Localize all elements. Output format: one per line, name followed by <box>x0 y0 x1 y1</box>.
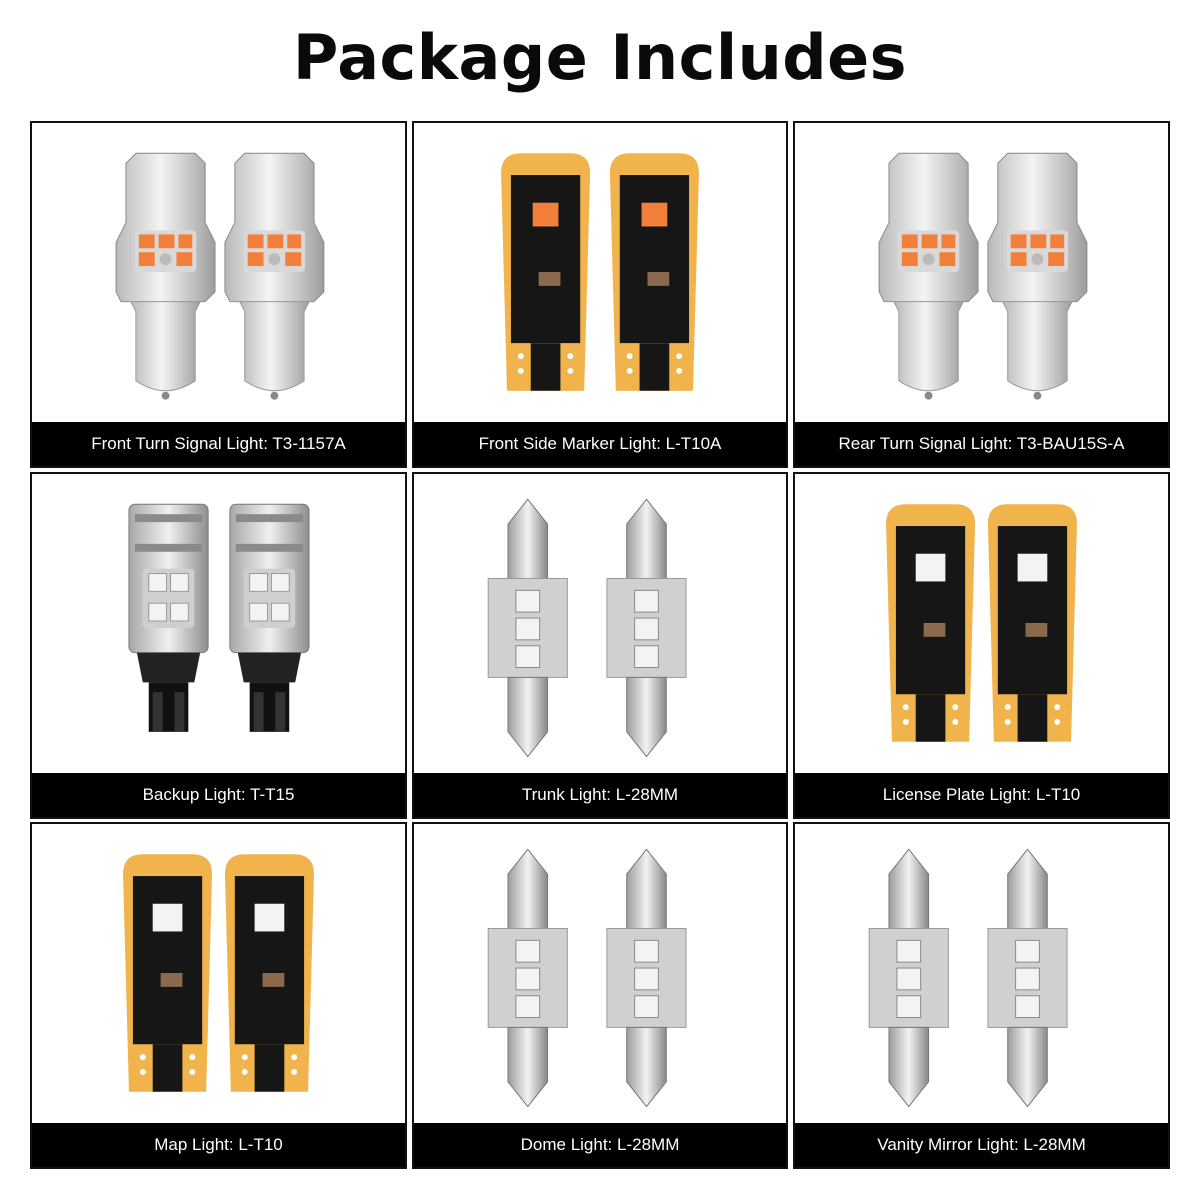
product-card-vanity-mirror: Vanity Mirror Light: L-28MM <box>793 822 1170 1169</box>
t10-amber-pcb-bulb-pair-icon <box>414 123 786 422</box>
festoon-28mm-bulb-pair-icon <box>795 824 1168 1123</box>
product-card-backup-light: Backup Light: T-T15 <box>30 472 407 819</box>
product-card-front-turn-signal: Front Turn Signal Light: T3-1157A <box>30 121 407 468</box>
product-card-map-light: Map Light: L-T10 <box>30 822 407 1169</box>
bay15d-amber-bulb-pair-icon <box>32 123 405 422</box>
page-title: Package Includes <box>292 21 908 94</box>
product-caption: Dome Light: L-28MM <box>414 1123 786 1167</box>
product-caption: Front Side Marker Light: L-T10A <box>414 422 786 466</box>
product-card-front-side-marker: Front Side Marker Light: L-T10A <box>412 121 788 468</box>
product-caption: Rear Turn Signal Light: T3-BAU15S-A <box>795 422 1168 466</box>
product-card-rear-turn-signal: Rear Turn Signal Light: T3-BAU15S-A <box>793 121 1170 468</box>
product-caption: Trunk Light: L-28MM <box>414 773 786 817</box>
t15-white-bulb-pair-icon <box>32 474 405 773</box>
product-card-dome-light: Dome Light: L-28MM <box>412 822 788 1169</box>
product-caption: Front Turn Signal Light: T3-1157A <box>32 422 405 466</box>
product-card-trunk-light: Trunk Light: L-28MM <box>412 472 788 819</box>
product-caption: Map Light: L-T10 <box>32 1123 405 1167</box>
product-caption: License Plate Light: L-T10 <box>795 773 1168 817</box>
festoon-28mm-bulb-pair-icon <box>414 474 786 773</box>
bau15s-amber-bulb-pair-icon <box>795 123 1168 422</box>
product-caption: Backup Light: T-T15 <box>32 773 405 817</box>
t10-white-pcb-bulb-pair-icon <box>795 474 1168 773</box>
product-caption: Vanity Mirror Light: L-28MM <box>795 1123 1168 1167</box>
product-card-license-plate: License Plate Light: L-T10 <box>793 472 1170 819</box>
t10-white-pcb-bulb-pair-icon <box>32 824 405 1123</box>
festoon-28mm-bulb-pair-icon <box>414 824 786 1123</box>
